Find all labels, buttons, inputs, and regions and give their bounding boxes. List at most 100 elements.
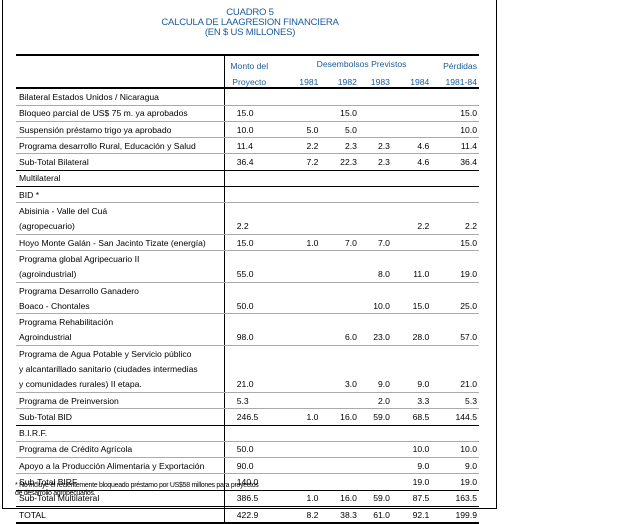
table-row: BID *: [16, 186, 479, 204]
cell-value: [359, 346, 392, 362]
cell-value: [391, 425, 432, 442]
title-line-3: (EN $ US MILLONES): [204, 27, 296, 38]
cell-value: 68.5: [391, 408, 432, 426]
cell-value: [358, 473, 392, 491]
cell-value: [391, 234, 432, 252]
cell-value: 11.4: [224, 137, 274, 155]
row-label: Bilateral Estados Unidos / Nicaragua: [16, 88, 225, 106]
row-label: Apoyo a la Producción Alimentaria y Expo…: [16, 457, 225, 475]
cell-value: [320, 88, 359, 106]
row-label: Programa desarrollo Rural, Educación y S…: [16, 137, 225, 155]
cell-value: [273, 392, 321, 410]
cell-value: [392, 282, 431, 298]
cell-value: [359, 282, 392, 298]
table-row: Programa Rehabilitación: [16, 313, 479, 330]
row-label: Abisinia - Valle del Cuá: [16, 202, 225, 219]
cell-value: [273, 88, 321, 106]
cell-value: 50.0: [224, 441, 274, 459]
cell-value: [392, 314, 431, 330]
cell-value: 10.0: [224, 121, 274, 139]
cell-value: [224, 361, 273, 376]
header-perdidas-2: 1981-84: [431, 71, 479, 90]
cell-value: 11.4: [431, 137, 479, 155]
row-label: Multilateral: [16, 170, 225, 188]
header-desembolsos: Desembolsos Previstos: [273, 53, 432, 72]
row-label: Boaco - Chontales: [16, 298, 225, 315]
cell-value: 16.0: [320, 408, 359, 426]
cell-value: 7.0: [358, 234, 392, 252]
cell-value: [320, 170, 359, 188]
cell-value: 9.0: [431, 457, 479, 475]
cell-value: [431, 170, 479, 188]
cell-value: 19.0: [431, 473, 479, 491]
cell-value: [274, 346, 321, 362]
header-1981: 1981: [273, 71, 321, 90]
cell-value: [391, 170, 432, 188]
cell-value: 140.0: [224, 473, 274, 491]
title-line-1: CUADRO 5: [226, 7, 274, 18]
cell-value: [431, 88, 479, 106]
cell-value: [273, 298, 321, 315]
table-row: Apoyo a la Producción Alimentaria y Expo…: [16, 457, 479, 475]
cell-value: [224, 314, 273, 330]
cell-value: [431, 203, 479, 219]
row-label: Sub-Total Bilateral: [16, 153, 225, 171]
table-row: Abisinia - Valle del Cuá: [16, 202, 479, 219]
cell-value: [273, 376, 321, 393]
cell-value: 15.0: [431, 105, 479, 122]
cell-value: [391, 186, 432, 204]
title-line-2: CALCULA DE LAAGRESION FINANCIERA: [161, 17, 339, 28]
cell-value: [320, 473, 359, 491]
cell-value: [274, 361, 321, 376]
cell-value: [392, 251, 431, 267]
cell-value: 3.3: [391, 392, 432, 410]
cell-value: 38.3: [320, 506, 359, 524]
cell-value: [320, 361, 358, 376]
cell-value: 246.5: [224, 408, 274, 426]
cell-value: 2.2: [431, 218, 479, 235]
row-label: (agropecuario): [16, 218, 225, 235]
row-label: Programa de Agua Potable y Servicio públ…: [16, 345, 225, 362]
header-monto-1: Monto del: [224, 53, 274, 72]
cell-value: 11.0: [391, 266, 432, 283]
cell-value: 55.0: [224, 266, 274, 283]
cell-value: [392, 361, 431, 376]
cell-value: 7.2: [273, 153, 321, 171]
cell-value: 23.0: [358, 329, 392, 347]
table-row: B.I.R.F.: [16, 425, 479, 442]
cell-value: 59.0: [358, 408, 392, 426]
table-row: Multilateral: [16, 170, 479, 188]
row-label: Suspensión préstamo trigo ya aprobado: [16, 121, 225, 139]
cell-value: 25.0: [431, 298, 479, 315]
row-label: Programa Desarrollo Ganadero: [16, 282, 225, 299]
cell-value: [273, 218, 321, 235]
cell-value: [431, 282, 479, 298]
cell-value: 87.5: [391, 490, 432, 508]
cell-value: 21.0: [431, 376, 479, 393]
row-label: TOTAL: [16, 506, 225, 524]
cell-value: [273, 425, 321, 442]
row-label: y alcantarillado sanitario (ciudades int…: [16, 361, 225, 377]
cell-value: 8.0: [358, 266, 392, 283]
cell-value: 9.0: [391, 376, 432, 393]
cell-value: 22.3: [320, 153, 359, 171]
cell-value: [320, 203, 358, 219]
table-row: Bilateral Estados Unidos / Nicaragua: [16, 88, 479, 106]
cell-value: 15.0: [224, 105, 274, 122]
cell-value: 2.3: [320, 137, 359, 155]
cell-value: 15.0: [431, 234, 479, 252]
table-title: CUADRO 5 CALCULA DE LAAGRESION FINANCIER…: [0, 8, 500, 38]
row-label: Programa Rehabilitación: [16, 313, 225, 330]
row-label: Sub-Total BID: [16, 408, 225, 426]
header-perdidas-1: Pérdidas: [431, 53, 479, 72]
cell-value: 2.3: [358, 153, 392, 171]
table-row: Programa global Agripecuario II: [16, 250, 479, 267]
cell-value: [273, 457, 321, 475]
cell-value: 90.0: [224, 457, 274, 475]
table-row: Programa desarrollo Rural, Educación y S…: [16, 137, 479, 155]
